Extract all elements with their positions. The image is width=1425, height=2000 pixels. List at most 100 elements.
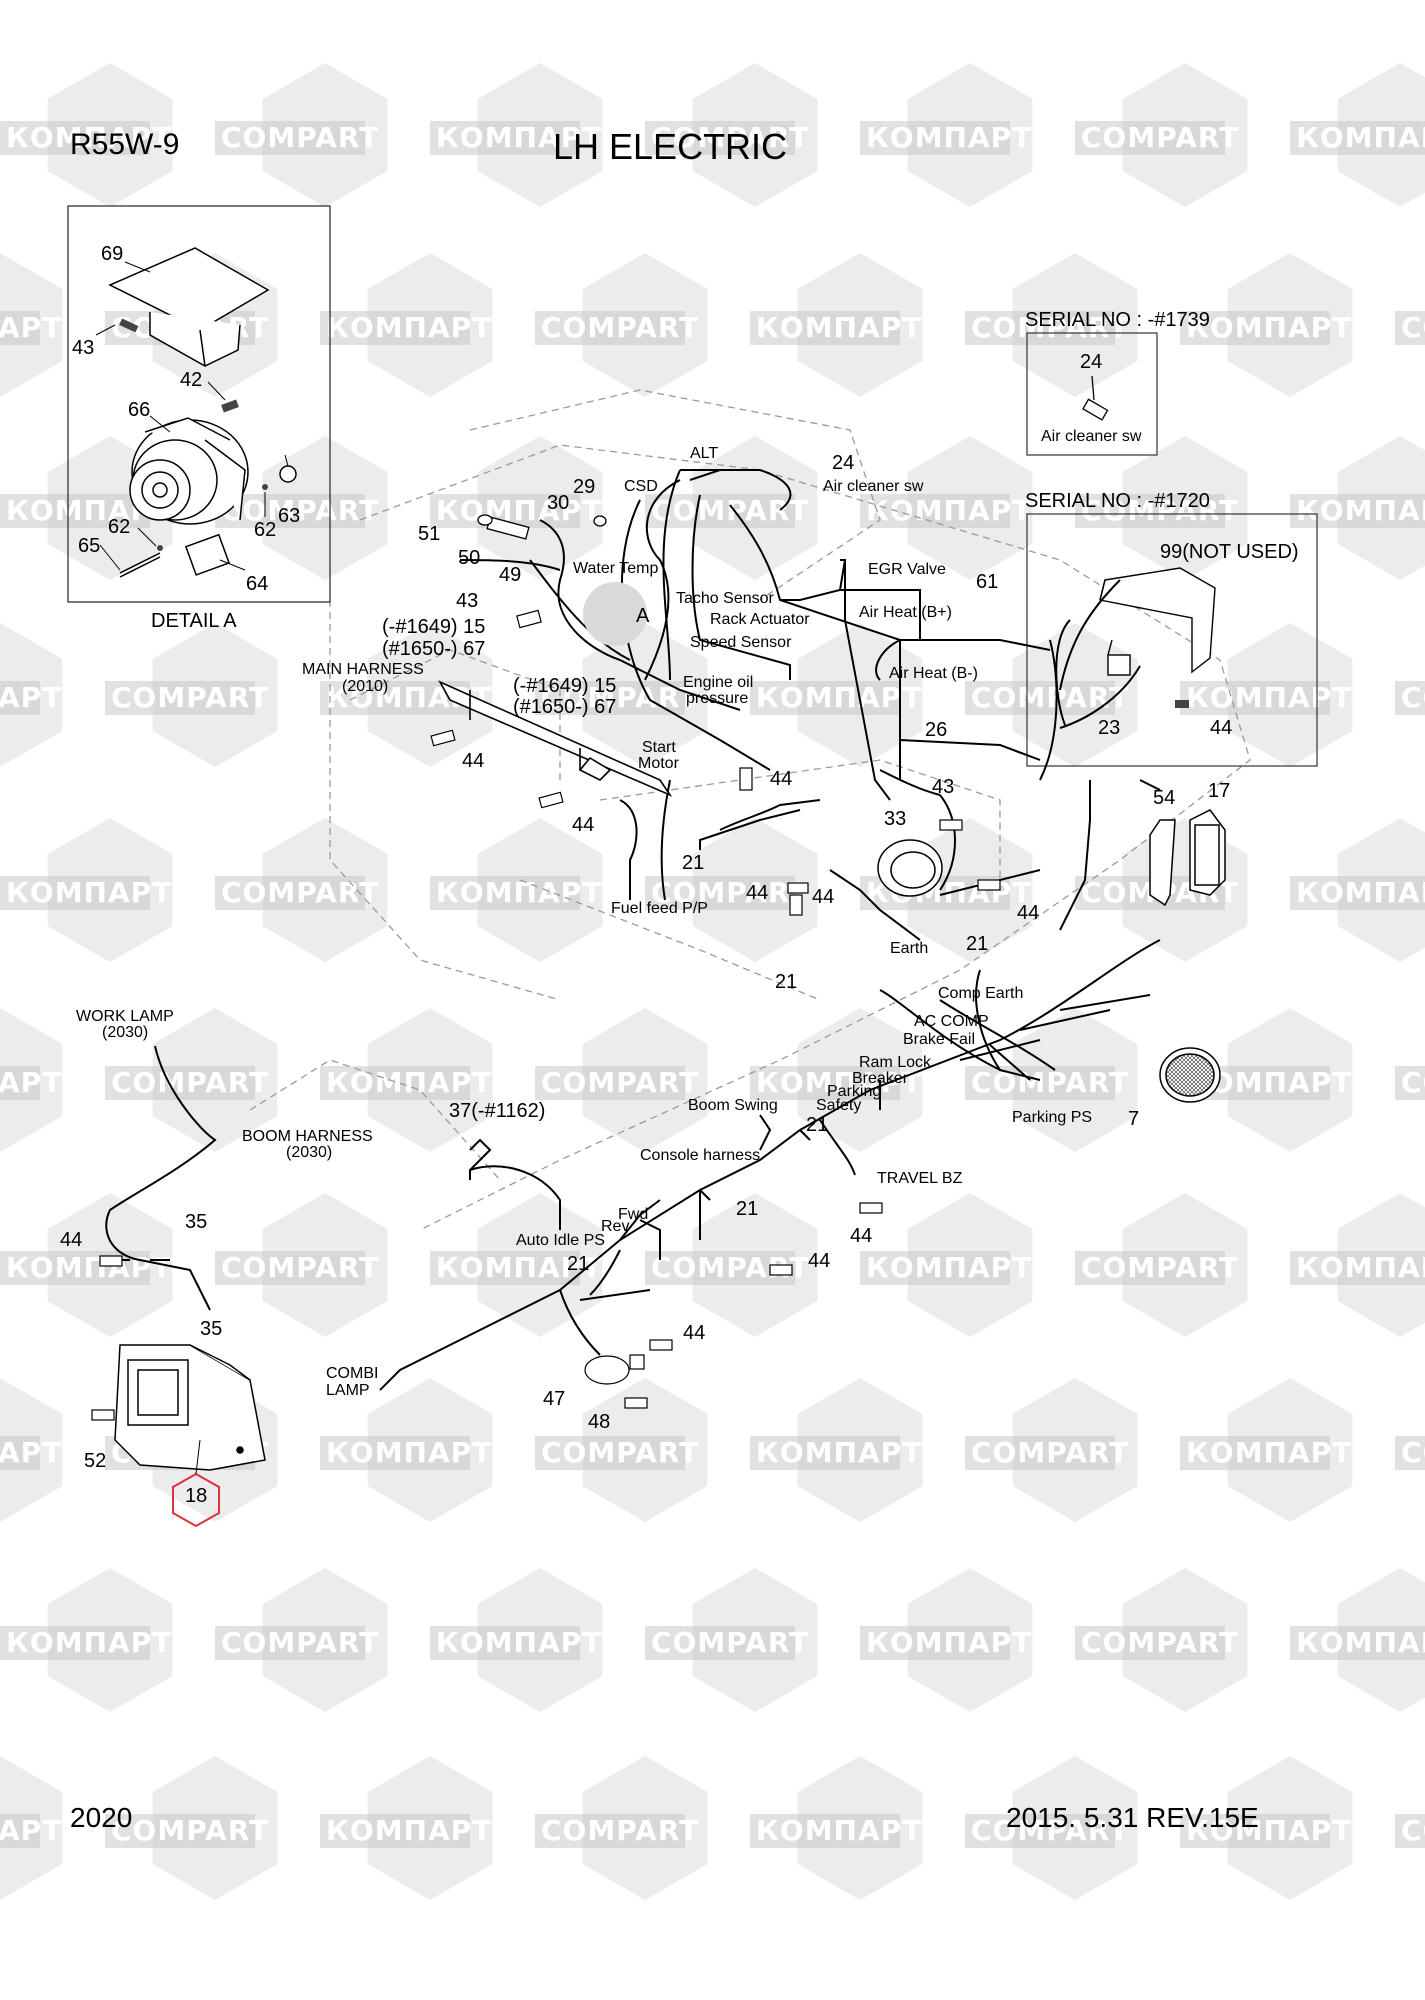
- svg-text:КОМПАРТ: КОМПАРТ: [756, 1066, 922, 1099]
- callout-44: 44: [746, 882, 768, 904]
- watermark-tile: КОМПАРТ: [0, 1568, 173, 1712]
- callout-65: 65: [78, 535, 100, 557]
- watermark-tile: COMPART: [215, 63, 388, 207]
- label-lamp: LAMP: [326, 1382, 370, 1399]
- watermark-tile: КОМПАРТ: [750, 1756, 923, 1900]
- svg-text:КОМПАРТ: КОМПАРТ: [866, 121, 1032, 154]
- svg-text:КОМПАРТ: КОМПАРТ: [0, 311, 62, 344]
- callout-50: 50: [458, 547, 480, 569]
- svg-text:КОМПАРТ: КОМПАРТ: [1186, 1436, 1352, 1469]
- watermark-tile: КОМПАРТ: [0, 1756, 63, 1900]
- svg-text:КОМПАРТ: КОМПАРТ: [1186, 1814, 1352, 1847]
- watermark-tile: COMPART: [215, 1568, 388, 1712]
- watermark-tile: COMPART: [1075, 1568, 1248, 1712]
- machine-outline: [249, 389, 1251, 1231]
- callout-51: 51: [418, 523, 440, 545]
- svg-text:КОМПАРТ: КОМПАРТ: [6, 1626, 172, 1659]
- watermark-tile: КОМПАРТ: [1290, 1568, 1425, 1712]
- relay-bracket: [1099, 567, 1216, 676]
- detail-a-caption: DETAIL A: [151, 610, 237, 632]
- svg-text:COMPART: COMPART: [1401, 1436, 1425, 1469]
- callout-54: 54: [1153, 787, 1175, 809]
- relay-wire: [1055, 619, 1071, 726]
- callout-18: 18: [185, 1485, 207, 1507]
- label-csd: CSD: [624, 478, 658, 495]
- svg-text:КОМПАРТ: КОМПАРТ: [866, 1251, 1032, 1284]
- relay-17: [1149, 809, 1226, 907]
- svg-text:COMPART: COMPART: [221, 494, 379, 527]
- callout-61: 61: [976, 571, 998, 593]
- callout-23: 23: [1098, 717, 1120, 739]
- watermark-tile: КОМПАРТ: [0, 63, 173, 207]
- watermark-tile: КОМПАРТ: [1290, 818, 1425, 962]
- callout-69: 69: [101, 243, 123, 265]
- label-parking: Parking: [827, 1083, 881, 1100]
- watermark-tile: COMPART: [965, 623, 1138, 767]
- watermark-tile: COMPART: [1075, 1193, 1248, 1337]
- callout-99: 99(NOT USED): [1160, 541, 1299, 563]
- svg-text:COMPART: COMPART: [111, 681, 269, 714]
- svg-text:КОМПАРТ: КОМПАРТ: [756, 1814, 922, 1847]
- callout-37: 37(-#1162): [449, 1100, 545, 1122]
- alternator: [119, 417, 297, 578]
- callout-7: 7: [1128, 1108, 1139, 1130]
- label-earth: Earth: [890, 940, 928, 957]
- front-harness: [379, 939, 1161, 1391]
- watermark-tile: КОМПАРТ: [320, 1008, 493, 1152]
- callout-26: 26: [925, 719, 947, 741]
- label-auto-idle-ps: Auto Idle PS: [516, 1232, 605, 1249]
- svg-text:КОМПАРТ: КОМПАРТ: [756, 311, 922, 344]
- label-egr-valve: EGR Valve: [868, 561, 946, 578]
- watermark-tile: КОМПАРТ: [1290, 436, 1425, 580]
- callout-33: 33: [884, 808, 906, 830]
- svg-text:КОМПАРТ: КОМПАРТ: [0, 1814, 62, 1847]
- label-start: Start: [642, 739, 676, 756]
- callout-15: (-#1649) 15: [513, 675, 616, 697]
- svg-text:COMPART: COMPART: [1081, 494, 1239, 527]
- svg-text:КОМПАРТ: КОМПАРТ: [326, 311, 492, 344]
- highlight-hexagon[interactable]: 18: [172, 1439, 220, 1528]
- svg-text:COMPART: COMPART: [971, 1814, 1129, 1847]
- callout-44: 44: [1017, 902, 1039, 924]
- label-parking-ps: Parking PS: [1012, 1109, 1092, 1126]
- svg-text:КОМПАРТ: КОМПАРТ: [1296, 1251, 1425, 1284]
- label-water-temp: Water Temp: [573, 560, 658, 577]
- svg-text:КОМПАРТ: КОМПАРТ: [6, 876, 172, 909]
- svg-text:COMPART: COMPART: [1081, 121, 1239, 154]
- callout-17: 17: [1208, 780, 1230, 802]
- page-title: LH ELECTRIC: [553, 126, 788, 167]
- callout-30: 30: [547, 492, 569, 514]
- svg-text:COMPART: COMPART: [1401, 681, 1425, 714]
- label-boom-harness-code: (2030): [286, 1144, 332, 1161]
- callout-52: 52: [84, 1450, 106, 1472]
- svg-text:COMPART: COMPART: [651, 1626, 809, 1659]
- label-speed-sensor: Speed Sensor: [690, 634, 792, 651]
- callout-43: 43: [932, 776, 954, 798]
- engine-harness-wires: [459, 469, 1161, 1081]
- svg-text:КОМПАРТ: КОМПАРТ: [6, 121, 172, 154]
- watermark-tile: КОМПАРТ: [0, 1193, 173, 1337]
- horn-33: [877, 839, 943, 897]
- callout-66: 66: [128, 399, 150, 421]
- watermark-tile: COMPART: [535, 1008, 708, 1152]
- svg-text:КОМПАРТ: КОМПАРТ: [436, 876, 602, 909]
- callout-49: 49: [499, 564, 521, 586]
- callout-29: 29: [573, 476, 595, 498]
- watermark-tile: COMPART: [645, 1193, 818, 1337]
- svg-text:COMPART: COMPART: [971, 681, 1129, 714]
- watermark-tile: COMPART: [1395, 1436, 1425, 1470]
- label-console-harness: Console harness: [640, 1147, 760, 1164]
- bolt-icons: [91, 609, 1001, 1421]
- watermark-tile: КОМПАРТ: [0, 623, 63, 767]
- svg-text:КОМПАРТ: КОМПАРТ: [756, 1436, 922, 1469]
- watermark-tile: COMPART: [1395, 1814, 1425, 1848]
- label-main-harness: MAIN HARNESS: [302, 661, 424, 678]
- watermark-tile: COMPART: [215, 1193, 388, 1337]
- svg-text:COMPART: COMPART: [1401, 311, 1425, 344]
- svg-text:COMPART: COMPART: [541, 1814, 699, 1847]
- svg-text:COMPART: COMPART: [1401, 1814, 1425, 1847]
- svg-text:COMPART: COMPART: [1081, 1626, 1239, 1659]
- sheet-number: 2020: [70, 1802, 133, 1833]
- watermark-layer: COMPART КОМПАРТ COMPART КОМПАРТ COMPART КОМПА…: [0, 63, 1425, 1900]
- svg-text:КОМПАРТ: КОМПАРТ: [436, 121, 602, 154]
